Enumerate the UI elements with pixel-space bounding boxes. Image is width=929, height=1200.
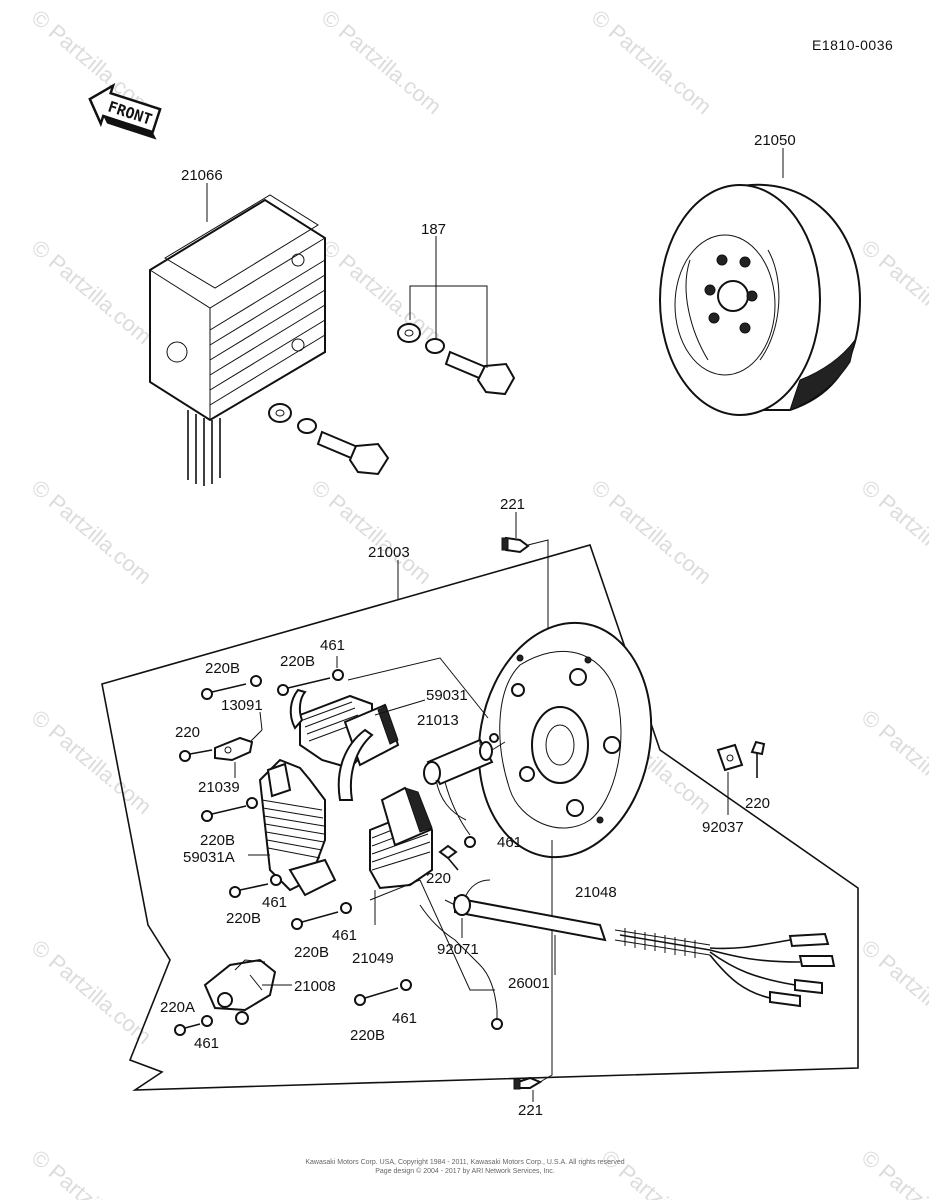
callout-13091: 13091 [221,697,263,714]
watermark: © Partzilla.com [317,5,447,119]
callout-92071: 92071 [437,941,479,958]
callout-461-a: 461 [320,637,345,654]
callout-461-condenser: 461 [497,834,522,851]
callout-59031: 59031 [426,687,468,704]
watermark: © Partzilla.com [857,235,929,349]
leader-line [409,236,488,368]
screw-220-left [179,749,213,762]
callout-220B-b: 220B [280,653,315,670]
callout-461-left: 461 [262,894,287,911]
clamp-92037 [716,743,744,772]
callout-59031A: 59031A [183,849,235,866]
regulator-rectifier-21066 [149,194,326,486]
watermark: © Partzilla.com [857,705,929,819]
coil-59031A [258,758,337,897]
nut-461-condenser [464,836,476,848]
callout-21049: 21049 [352,950,394,967]
screw-220B-f [354,979,412,1006]
leader-line [347,657,489,719]
callout-220B-d: 220B [226,910,261,927]
callout-21008: 21008 [294,978,336,995]
base-plate-21048 [477,621,653,859]
callout-461-e: 461 [194,1035,219,1052]
watermark: © Partzilla.com [857,935,929,1049]
screw-220B-d [229,874,282,898]
watermark: © Partzilla.com [317,235,447,349]
callout-21050: 21050 [754,132,796,149]
callout-220B-a: 220B [205,660,240,677]
callout-220B-e: 220B [294,944,329,961]
coil-21049 [337,728,495,991]
ground-terminal [491,1018,503,1030]
watermark: © Partzilla.com [857,475,929,589]
callout-92037: 92037 [702,819,744,836]
grommet-92071 [453,894,471,916]
footer-copyright: Kawasaki Motors Corp. USA, Copyright 198… [305,1159,624,1166]
wire-harness-26001 [444,879,836,1008]
callout-220-mid: 220 [426,870,451,887]
nut-461-a [332,669,344,681]
regulator-bolt-washers [268,403,390,476]
watermark: © Partzilla.com [597,1145,727,1200]
watermark: © Partzilla.com [587,475,717,589]
watermark: © Partzilla.com [857,1145,929,1200]
leader-line [515,512,549,665]
callout-21013: 21013 [417,712,459,729]
screw-220B-a [201,683,247,700]
callout-21066: 21066 [181,167,223,184]
screw-220B-c [201,797,258,822]
screw-220B-e [291,902,352,930]
callout-21003: 21003 [368,544,410,561]
callout-461-d: 461 [332,927,357,944]
watermark: © Partzilla.com [27,475,157,589]
screw-220B-b [277,677,331,696]
diagram-code: E1810-0036 [812,37,893,53]
flywheel-rotor-21050 [659,183,862,416]
nut-461-upper-left [250,675,262,687]
screw-220-right [750,740,766,778]
bolt-187 [397,323,516,396]
callout-21039: 21039 [198,779,240,796]
watermark: © Partzilla.com [587,5,717,119]
watermark: © Partzilla.com [27,935,157,1049]
callout-220A: 220A [160,999,195,1016]
pickup-coil-21008 [203,958,277,1025]
callout-220B-c: 220B [200,832,235,849]
watermark: © Partzilla.com [27,235,157,349]
leader-line [374,699,426,716]
bracket-21039 [214,729,263,762]
screw-221-bottom [513,1068,553,1090]
watermark-layer: © Partzilla.com © Partzilla.com © Partzi… [27,5,929,1200]
callout-220-left: 220 [175,724,200,741]
ground-lead [419,904,498,1020]
callout-220-right: 220 [745,795,770,812]
footer-page-design: Page design © 2004 - 2017 by ARI Network… [375,1167,555,1175]
callout-21048: 21048 [575,884,617,901]
watermark: © Partzilla.com [27,705,157,819]
screw-220A [174,1015,213,1036]
condenser-21013 [423,733,506,836]
callout-26001: 26001 [508,975,550,992]
watermark: © Partzilla.com [27,1145,157,1200]
screw-220-mid [438,844,459,871]
callout-461-f: 461 [392,1010,417,1027]
callout-187: 187 [421,221,446,238]
callout-220B-f: 220B [350,1027,385,1044]
callout-221-bottom: 221 [518,1102,543,1119]
callout-221-top: 221 [500,496,525,513]
screw-221-top [501,536,530,554]
leader-line [259,711,263,731]
watermark: © Partzilla.com [307,475,437,589]
